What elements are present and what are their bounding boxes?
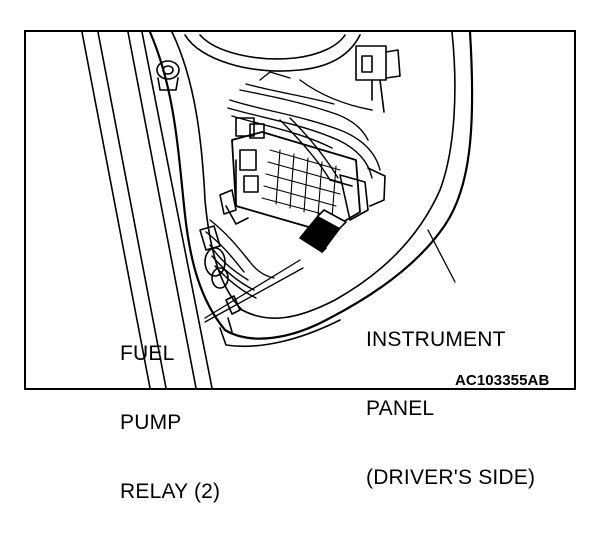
label-line: FUEL [120, 342, 175, 365]
lower-left-connectors [199, 225, 241, 315]
label-line: (DRIVER'S SIDE) [366, 466, 536, 489]
figure-frame [24, 30, 576, 390]
label-line: RELAY (2) [120, 480, 221, 503]
mount-bolt [156, 60, 180, 91]
wiring-harness [205, 71, 381, 299]
illustration: FUEL PUMP RELAY (2) INSTRUMENT PANEL (DR… [24, 30, 576, 503]
instrument-panel-leader [427, 229, 456, 283]
instrument-panel-shell [148, 30, 474, 348]
fuel-pump-relay [299, 209, 347, 253]
dashboard-underside-drawing [81, 30, 474, 389]
leader-lines [204, 229, 456, 323]
upper-connector [355, 45, 401, 113]
figure-id: AC103355AB [455, 372, 550, 389]
right-cluster [329, 167, 386, 221]
label-line: PANEL [366, 397, 435, 420]
fuel-pump-relay-label: FUEL PUMP RELAY (2) [120, 296, 220, 549]
instrument-panel-label: INSTRUMENT PANEL (DRIVER'S SIDE) [366, 282, 535, 535]
label-line: INSTRUMENT [366, 328, 506, 351]
fuel-pump-relay-leader [204, 259, 301, 319]
pillar-lines [81, 31, 213, 389]
junction-block [219, 117, 361, 233]
label-line: PUMP [120, 411, 182, 434]
